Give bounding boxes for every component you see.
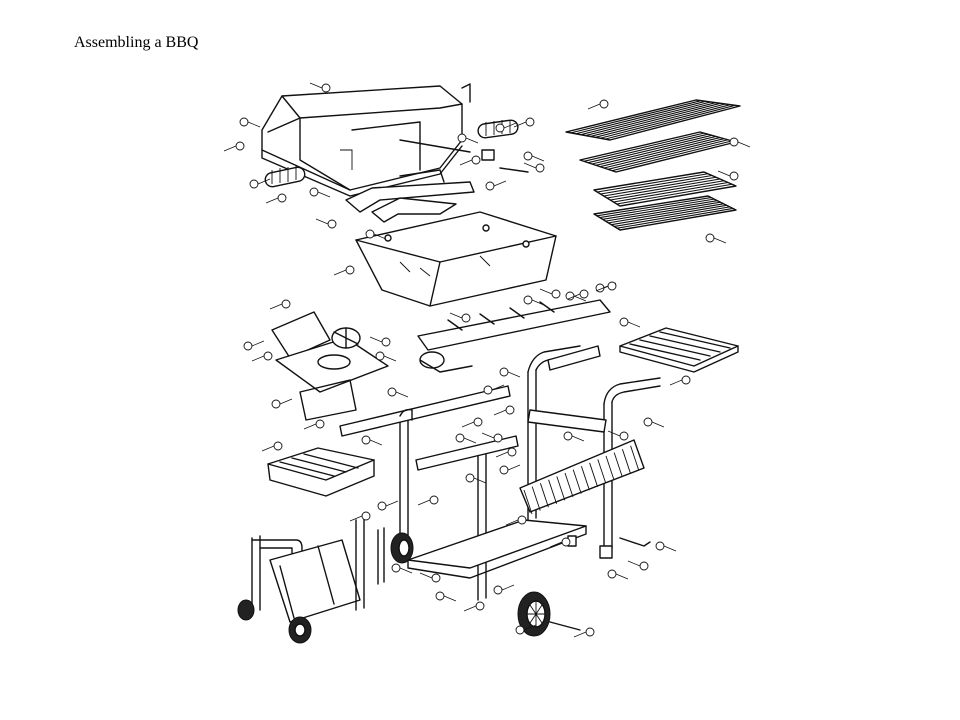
part-callout	[457, 133, 479, 144]
part-callout	[309, 187, 331, 198]
part-callout	[717, 170, 739, 181]
part-callout	[303, 419, 325, 430]
firebox	[355, 211, 557, 307]
burner	[345, 169, 475, 223]
part-callout	[315, 218, 337, 229]
leg-cap	[599, 545, 613, 559]
part-callout	[249, 178, 271, 189]
part-callout	[513, 117, 535, 128]
part-callout	[449, 312, 471, 323]
part-callout	[481, 432, 503, 443]
cart-frame	[339, 345, 661, 601]
part-callout	[465, 473, 487, 484]
part-callout	[549, 537, 571, 548]
wheel-left	[390, 532, 414, 564]
part-callout	[483, 384, 505, 395]
part-callout	[243, 340, 265, 351]
part-callout	[349, 511, 371, 522]
part-callout	[419, 572, 441, 583]
part-callout	[495, 447, 517, 458]
part-callout	[563, 431, 585, 442]
rock-grate-bottom	[593, 195, 737, 231]
tank-fitting	[619, 537, 651, 547]
part-callouts	[223, 82, 751, 638]
side-burner-assembly	[271, 311, 389, 421]
part-callout	[223, 141, 245, 152]
part-callout	[655, 541, 677, 552]
part-callout	[587, 99, 609, 110]
part-callout	[499, 464, 521, 475]
part-callout	[729, 137, 751, 148]
slide-title: Assembling a BBQ	[74, 34, 199, 51]
part-callout	[515, 624, 537, 635]
tank-cart	[237, 517, 365, 644]
part-callout	[619, 317, 641, 328]
condiment-basket	[519, 439, 645, 515]
part-callout	[417, 495, 439, 506]
part-callout	[265, 193, 287, 204]
part-callout	[643, 417, 665, 428]
left-side-shelf	[267, 447, 375, 497]
part-callout	[251, 351, 273, 362]
part-callout	[573, 627, 595, 638]
part-callout	[523, 151, 545, 162]
lava-rock-grate	[593, 171, 737, 207]
igniter-wire	[499, 167, 529, 173]
part-callout	[387, 387, 409, 398]
part-callout	[495, 122, 517, 133]
part-callout	[271, 398, 293, 409]
part-callout	[627, 560, 649, 571]
igniter-bracket	[481, 149, 495, 161]
part-callout	[505, 515, 527, 526]
part-callout	[567, 289, 589, 300]
right-side-shelf	[619, 327, 739, 373]
part-callout	[705, 233, 727, 244]
part-callout	[377, 500, 399, 511]
hinge-pin	[461, 83, 471, 103]
cooking-grate-top	[565, 99, 741, 141]
part-callout	[333, 265, 355, 276]
part-callout	[485, 180, 507, 191]
part-callout	[463, 601, 485, 612]
part-callout	[369, 336, 391, 347]
part-callout	[493, 584, 515, 595]
part-callout	[461, 417, 483, 428]
part-callout	[607, 569, 629, 580]
axle	[549, 621, 581, 631]
part-callout	[361, 435, 383, 446]
wheel-right	[517, 591, 551, 637]
part-callout	[565, 291, 587, 302]
part-callout	[269, 299, 291, 310]
handle-left	[264, 166, 306, 188]
part-callout	[669, 375, 691, 386]
grill-lid	[261, 85, 463, 197]
part-callout	[375, 351, 397, 362]
part-callout	[523, 162, 545, 173]
part-callout	[607, 430, 629, 441]
part-callout	[435, 591, 457, 602]
part-callout	[595, 281, 617, 292]
part-callout	[261, 441, 283, 452]
part-callout	[391, 563, 413, 574]
part-callout	[459, 155, 481, 166]
part-callout	[239, 117, 261, 128]
part-callout	[523, 295, 545, 306]
rod	[399, 139, 471, 153]
part-callout	[493, 405, 515, 416]
gas-manifold	[417, 299, 611, 373]
part-callout	[455, 433, 477, 444]
part-callout	[499, 367, 521, 378]
part-callout	[309, 82, 331, 93]
part-callout	[539, 288, 561, 299]
tank-bracket	[377, 527, 385, 585]
bottom-shelf	[407, 519, 587, 579]
part-callout	[365, 229, 387, 240]
